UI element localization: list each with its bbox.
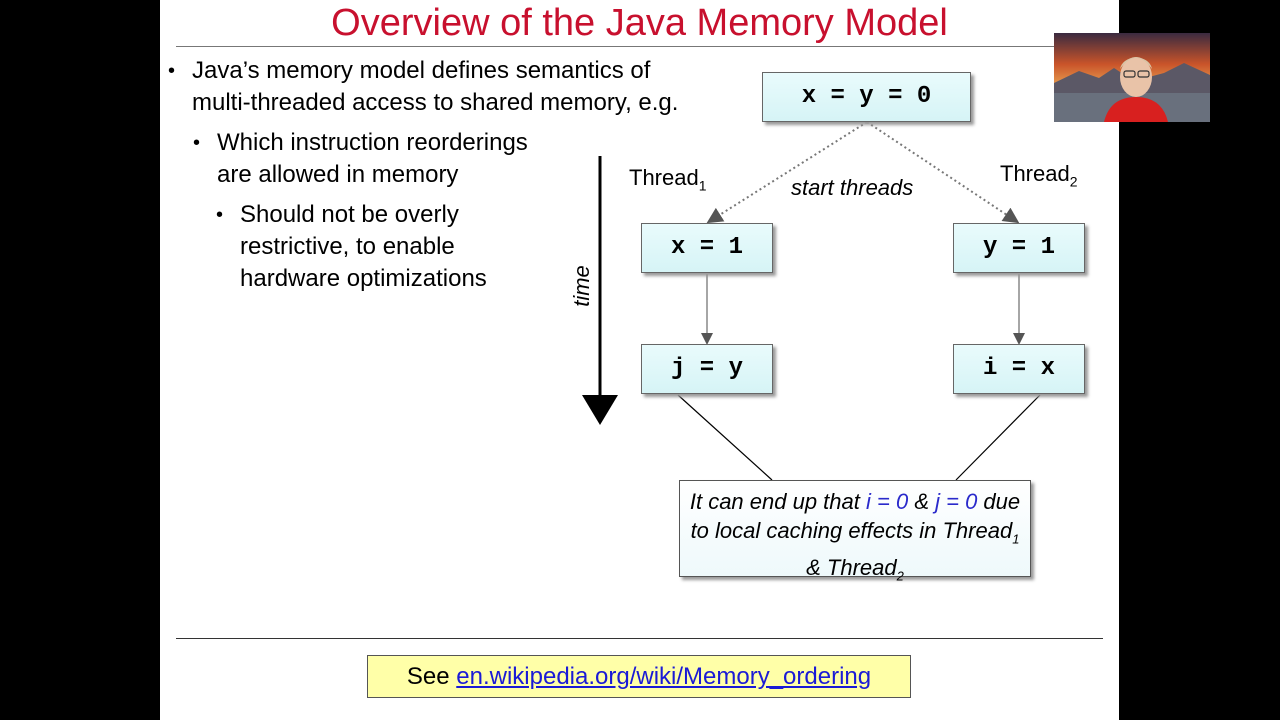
start-threads-label: start threads — [791, 175, 914, 200]
bullet-line: Which instruction reorderings — [217, 129, 528, 156]
bullet-line: hardware optimizations — [240, 265, 487, 292]
note-text: It can end up that — [689, 489, 866, 514]
presenter-webcam — [1054, 33, 1210, 122]
note-connector-left — [677, 394, 773, 481]
bullet-line: multi-threaded access to shared memory, … — [192, 89, 679, 116]
thread2-label: Thread2 — [1000, 161, 1078, 190]
note-sub2: 2 — [896, 568, 904, 584]
note-j-expr: j = 0 — [935, 489, 978, 514]
note-sub1: 1 — [1012, 531, 1020, 547]
bullet-line: are allowed in memory — [217, 161, 459, 188]
title-divider — [176, 46, 1105, 47]
bullet-line: restrictive, to enable — [240, 233, 455, 260]
thread1-label: Thread1 — [629, 165, 707, 194]
note-amp: & — [908, 489, 936, 514]
start-arrow-thread2 — [866, 121, 1020, 224]
wikipedia-link[interactable]: en.wikipedia.org/wiki/Memory_ordering — [456, 663, 872, 690]
thread2-step2-box: i = x — [953, 344, 1085, 394]
slide-title: Overview of the Java Memory Model — [331, 2, 948, 44]
thread1-step2-box: j = y — [641, 344, 773, 394]
note-text2: due to local caching effects in Thread — [690, 489, 1021, 543]
start-arrow-thread1 — [706, 121, 868, 224]
diagram-connectors — [582, 121, 1041, 481]
bullet-line: Java’s memory model defines semantics of — [192, 57, 651, 84]
note-amp2: & Thread — [806, 555, 897, 581]
init-box: x = y = 0 — [762, 72, 971, 122]
see-label: See — [406, 663, 457, 690]
footer-divider — [176, 638, 1103, 639]
bullet-line: Should not be overly — [240, 201, 459, 228]
thread2-step1-box: y = 1 — [953, 223, 1085, 273]
note-box: It can end up that i = 0 & j = 0 due to … — [679, 480, 1031, 584]
slide: Overview of the Java Memory Model • Java… — [160, 0, 1119, 720]
thread1-step1-box: x = 1 — [641, 223, 773, 273]
note-connector-right — [955, 394, 1041, 481]
time-label: time — [569, 265, 594, 307]
reference-box: See en.wikipedia.org/wiki/Memory_orderin… — [367, 655, 911, 698]
note-i-expr: i = 0 — [866, 489, 909, 514]
